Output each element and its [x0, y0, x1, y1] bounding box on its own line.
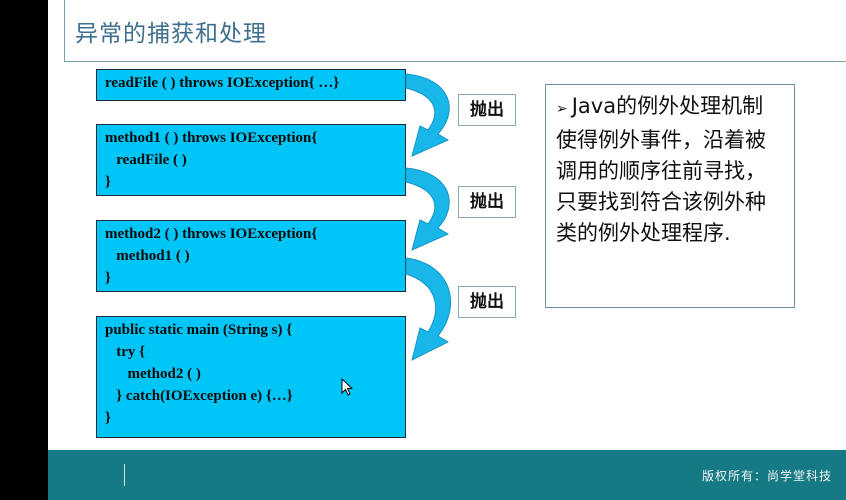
code-line: } [105, 410, 111, 426]
code-line: } [105, 174, 111, 190]
throw-label: 抛出 [458, 94, 516, 126]
code-line: try { [105, 344, 146, 360]
code-line: method2 ( ) [105, 366, 201, 382]
footer-divider [124, 464, 125, 486]
code-box-main: public static main (String s) { try { me… [96, 316, 406, 438]
code-line: readFile ( ) throws IOException{ …} [105, 75, 340, 91]
curved-arrow-icon [405, 167, 450, 251]
slide: 异常的捕获和处理 readFile ( ) throws IOException… [48, 0, 846, 500]
code-line: method1 ( ) throws IOException{ [105, 130, 318, 146]
code-box-method1: method1 ( ) throws IOException{ readFile… [96, 124, 406, 196]
throw-label: 抛出 [458, 186, 516, 218]
mouse-pointer-icon [341, 378, 353, 396]
code-box-method2: method2 ( ) throws IOException{ method1 … [96, 220, 406, 292]
throw-label: 抛出 [458, 286, 516, 318]
code-box-readfile: readFile ( ) throws IOException{ …} [96, 69, 406, 101]
code-line: public static main (String s) { [105, 322, 293, 338]
copyright-text: 版权所有：尚学堂科技 [701, 469, 832, 483]
title-box: 异常的捕获和处理 [64, 0, 846, 62]
note-box: ➢Java的例外处理机制使得例外事件，沿着被调用的顺序往前寻找，只要找到符合该例… [545, 84, 795, 308]
code-line: } [105, 270, 111, 286]
curved-arrow-icon [405, 257, 452, 361]
code-line: } catch(IOException e) {…} [105, 388, 293, 404]
footer-bar: 版权所有：尚学堂科技 [48, 450, 846, 500]
arrow-bullet-icon: ➢ [556, 101, 568, 117]
code-line: method1 ( ) [105, 248, 190, 264]
note-text: Java的例外处理机制使得例外事件，沿着被调用的顺序往前寻找，只要找到符合该例外… [556, 94, 766, 245]
code-line: method2 ( ) throws IOException{ [105, 226, 318, 242]
code-line: readFile ( ) [105, 152, 187, 168]
curved-arrow-icon [405, 73, 450, 157]
slide-title: 异常的捕获和处理 [75, 21, 267, 47]
